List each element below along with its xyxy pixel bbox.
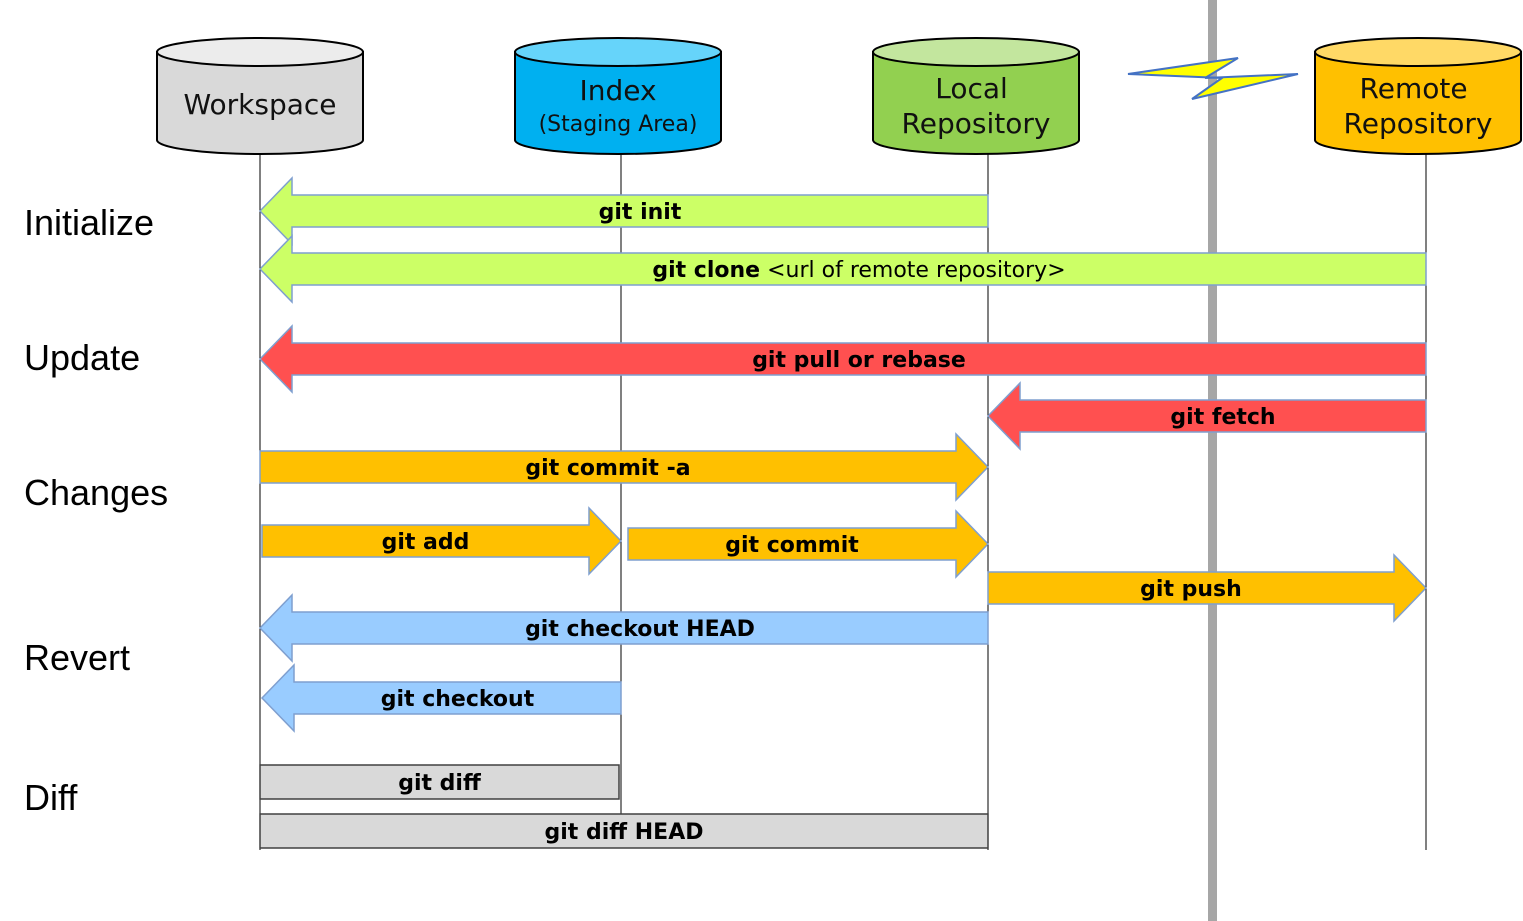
local-repository-label: Local Repository: [902, 72, 1051, 140]
git-commit-arrow: [627, 509, 990, 579]
remote-repository-label: Remote Repository: [1344, 72, 1493, 140]
git-add-label: git add: [382, 530, 470, 555]
section-revert: Revert: [24, 637, 130, 678]
index-sublabel: (Staging Area): [539, 112, 698, 137]
git-diff-head-label: git diff HEAD: [545, 820, 704, 845]
git-diff-label: git diff: [398, 771, 482, 796]
git-checkout-label: git checkout: [381, 687, 535, 712]
git-add-arrow: [261, 506, 623, 576]
git-fetch-label: git fetch: [1170, 405, 1275, 430]
section-update: Update: [24, 337, 140, 378]
git-clone-arrow: [258, 234, 1427, 304]
section-changes: Changes: [24, 472, 168, 513]
git-push-arrow: [987, 553, 1428, 623]
git-pull-or-rebase-label: git pull or rebase: [752, 348, 966, 373]
index-cylinder: Index (Staging Area): [514, 37, 722, 155]
git-push-label: git push: [1140, 577, 1242, 602]
git-pull-or-rebase-arrow: [258, 324, 1427, 394]
remote-repository-cylinder: Remote Repository: [1314, 37, 1522, 155]
git-init-label: git init: [599, 200, 682, 225]
network-divider: [1208, 0, 1217, 921]
lightning-icon: [1127, 57, 1299, 100]
git-checkout-head-label: git checkout HEAD: [525, 617, 755, 642]
git-commit-label: git commit: [725, 533, 859, 558]
command-arrows: git init git clone <url of remote reposit…: [258, 176, 1428, 849]
git-diff-arrow: [259, 764, 620, 800]
git-commit-a-label: git commit -a: [525, 456, 690, 481]
git-clone-label: git clone <url of remote repository>: [652, 258, 1065, 283]
git-checkout-arrow: [260, 663, 622, 733]
git-fetch-arrow: [986, 381, 1427, 451]
index-label: Index: [579, 74, 656, 107]
git-diff-head-arrow: [259, 813, 989, 849]
git-commit-a-arrow: [259, 432, 990, 502]
section-initialize: Initialize: [24, 202, 154, 243]
workspace-cylinder: Workspace: [156, 37, 364, 155]
local-repository-cylinder: Local Repository: [872, 37, 1080, 155]
section-diff: Diff: [24, 777, 78, 818]
workspace-label: Workspace: [183, 88, 336, 121]
git-checkout-head-arrow: [258, 593, 989, 663]
